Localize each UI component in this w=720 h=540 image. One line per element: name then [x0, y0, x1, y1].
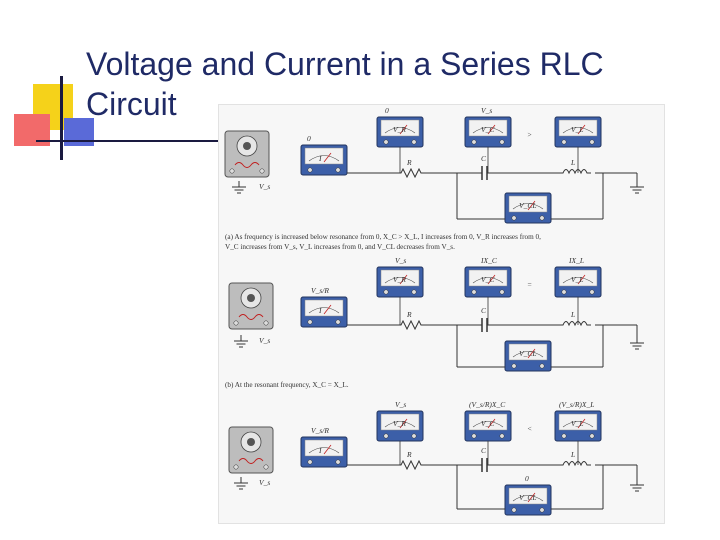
panel-b-meter-vc: V_C [481, 275, 495, 284]
panel-b-meter-vr: V_R [393, 275, 406, 284]
panel-b-comp-l: L [570, 310, 575, 319]
panel-c-comp-r: R [406, 450, 412, 459]
panel-a-top-label-2: V_s [481, 106, 492, 115]
panel-b-meter-vl: V_L [571, 275, 584, 284]
panel-a-meter-vcl: V_CL [519, 201, 537, 210]
panel-a-meter-vc: V_C [481, 125, 495, 134]
panel-c-source-label: V_s [259, 478, 270, 487]
panel-a-meter-vr: V_R [393, 125, 406, 134]
panel-b-source-label: V_s [259, 336, 270, 345]
panel-a-meter-vl: V_L [571, 125, 584, 134]
panel-b-top-label-2: IX_C [480, 256, 498, 265]
panel-c-current-label: V_s/R [311, 426, 329, 435]
panel-b-top-label-4: IX_L [568, 256, 584, 265]
panel-b-comp-r: R [406, 310, 412, 319]
panel-b-current-label: V_s/R [311, 286, 329, 295]
panel-c-top-label-3: < [527, 424, 532, 433]
panel-a-meter-i: I [318, 154, 322, 163]
panel-b: V_s IX_C = IX_L V_R V_C V_L I V_CL V_s/R… [228, 256, 645, 372]
ammeter-a [300, 144, 348, 176]
panel-b-meter-i: I [318, 306, 322, 315]
panel-c-comp-l: L [570, 450, 575, 459]
panel-a-top-label-3: > [527, 130, 532, 139]
panel-b-comp-c: C [481, 306, 487, 315]
panel-b-meter-vcl: V_CL [519, 349, 537, 358]
panel-c-meter-vl: V_L [571, 419, 584, 428]
panel-b-top-label-3: = [527, 280, 532, 289]
slide-title-line2: Circuit [86, 86, 177, 122]
panel-c-top-label-1: V_s [395, 400, 406, 409]
circuit-figure: 0 V_s > V_R V_C V_L I V_CL 0 R C L V_s (… [218, 104, 665, 524]
deco-vertical-line [60, 76, 63, 160]
slide-title: Voltage and Current in a Series RLC Circ… [86, 44, 686, 124]
panel-c-meter-vcl: V_CL [519, 493, 537, 502]
panel-a-comp-l: L [570, 158, 575, 167]
panel-b-top-label-1: V_s [395, 256, 406, 265]
caption-a-line1: (a) As frequency is increased below reso… [225, 233, 541, 241]
circuit-diagram: 0 V_s > V_R V_C V_L I V_CL 0 R C L V_s (… [224, 106, 645, 516]
panel-c-vcl-label: 0 [525, 474, 529, 483]
panel-c-meter-i: I [318, 446, 322, 455]
deco-horizontal-line [36, 140, 226, 142]
panel-a-source-label: V_s [259, 182, 270, 191]
caption-b: (b) At the resonant frequency, X_C = X_L… [225, 381, 349, 389]
panel-a: 0 V_s > V_R V_C V_L I V_CL 0 R C L V_s [224, 106, 645, 224]
slide-title-line1: Voltage and Current in a Series RLC [86, 46, 604, 82]
panel-c-top-label-2: (V_s/R)X_C [469, 400, 506, 409]
panel-c-meter-vr: V_R [393, 419, 406, 428]
panel-a-comp-r: R [406, 158, 412, 167]
panel-c-meter-vc: V_C [481, 419, 495, 428]
panel-a-comp-c: C [481, 154, 487, 163]
caption-a-line2: V_C increases from V_s, V_L increases fr… [225, 243, 455, 251]
panel-c-comp-c: C [481, 446, 487, 455]
panel-c: V_s (V_s/R)X_C < (V_s/R)X_L V_R V_C V_L … [228, 400, 645, 516]
panel-a-current-label: 0 [307, 134, 311, 143]
panel-c-top-label-4: (V_s/R)X_L [559, 400, 594, 409]
panel-a-top-label-1: 0 [385, 106, 389, 115]
